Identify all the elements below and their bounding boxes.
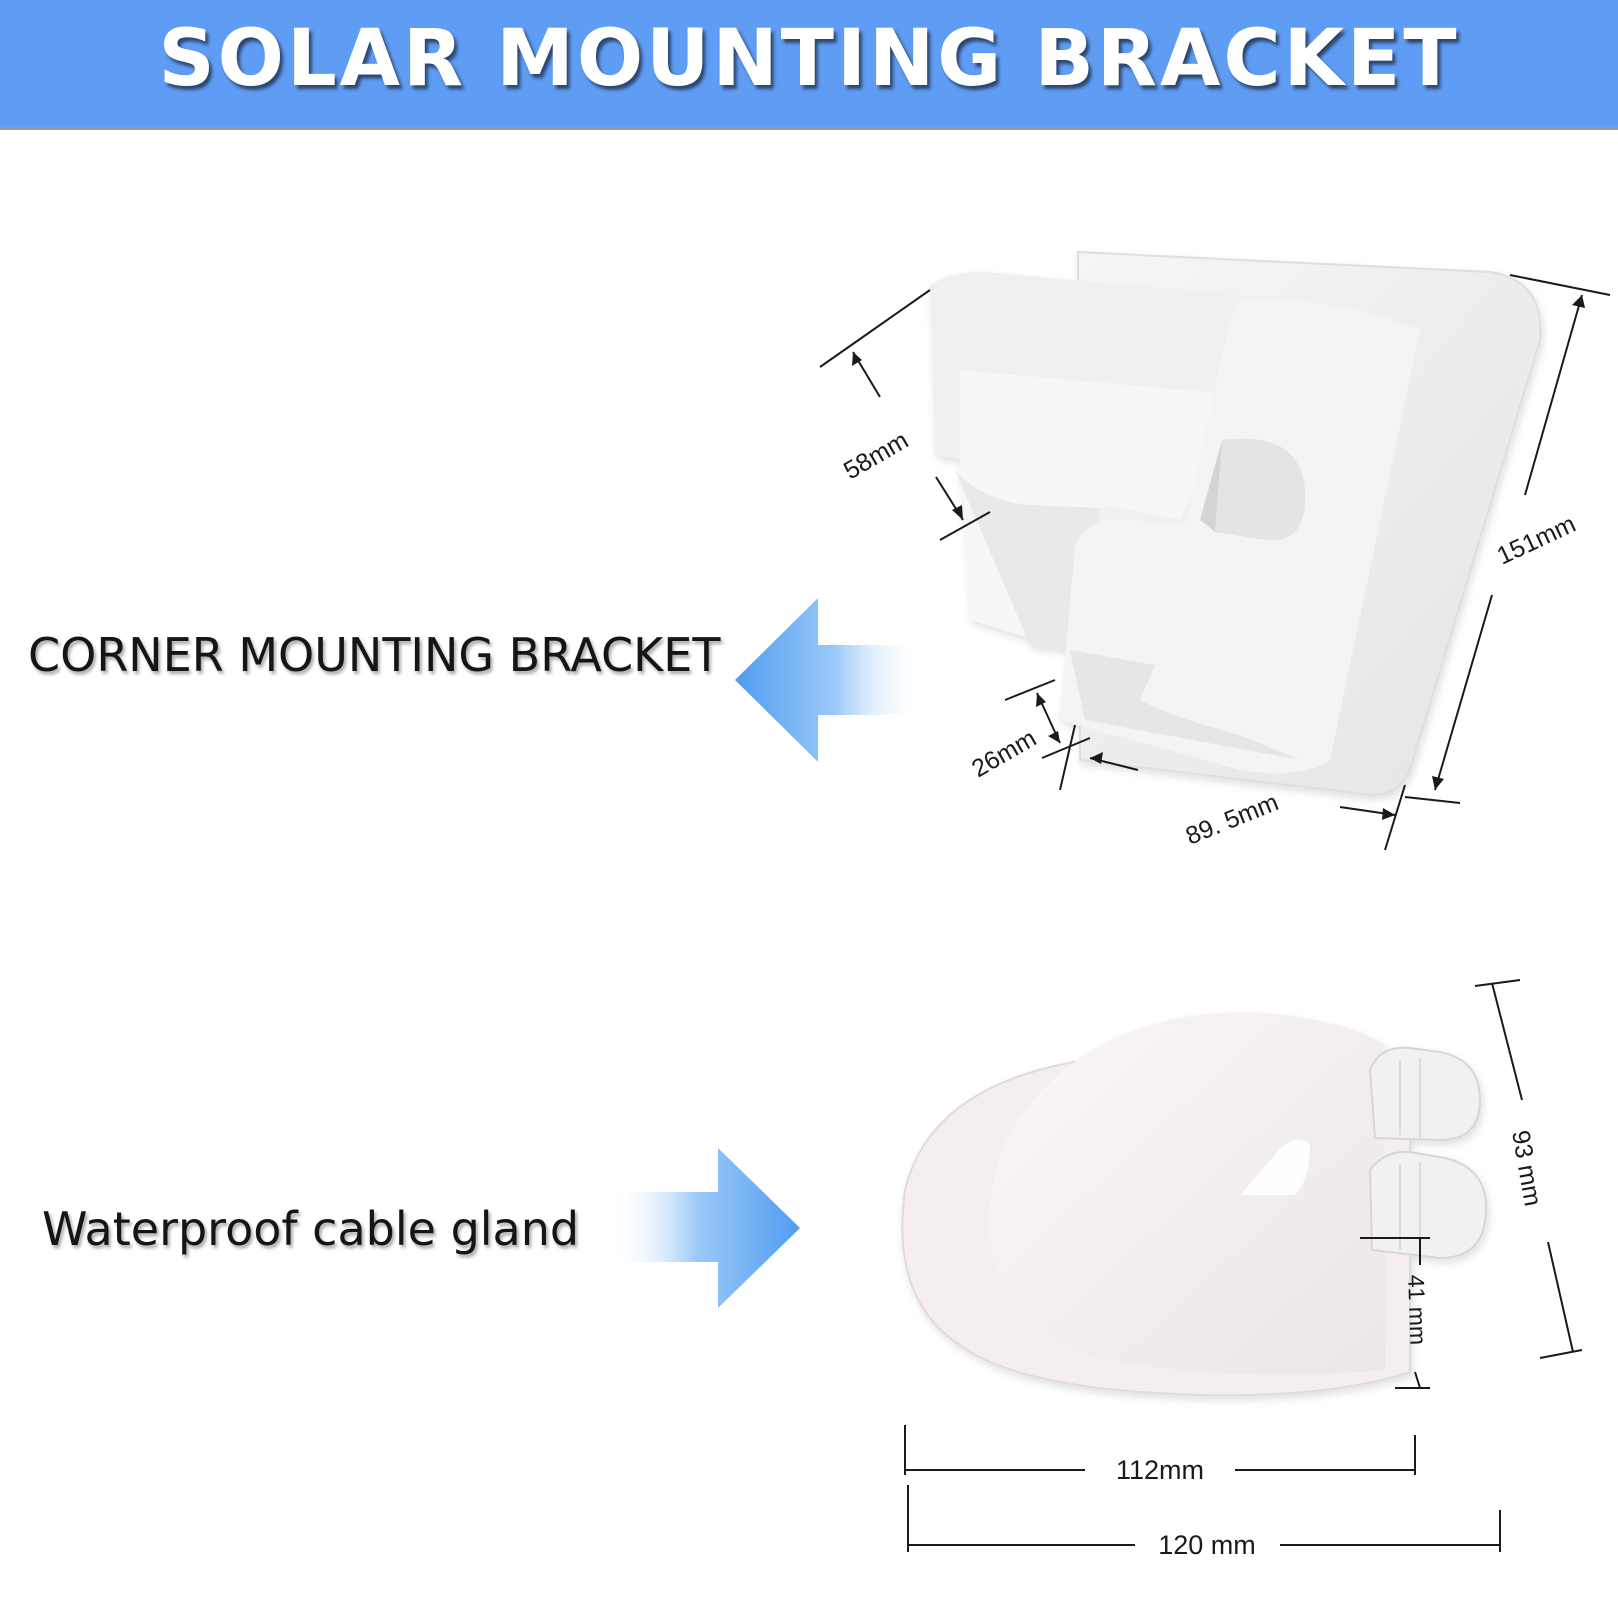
arrowhead-icon bbox=[1382, 808, 1395, 820]
dim-93mm: 93 mm bbox=[1506, 1128, 1547, 1208]
cable-gland-dimensions bbox=[904, 979, 1583, 1552]
corner-bracket-image bbox=[930, 250, 1542, 797]
arrow-left-icon bbox=[735, 598, 920, 762]
dim-89-5mm: 89. 5mm bbox=[1182, 788, 1283, 850]
title-banner: SOLAR MOUNTING BRACKET bbox=[0, 0, 1618, 130]
arrowhead-icon bbox=[1036, 693, 1046, 707]
dim-112mm: 112mm bbox=[1116, 1455, 1204, 1485]
arrowhead-icon bbox=[1432, 776, 1444, 790]
cable-gland-image bbox=[901, 1012, 1488, 1397]
dim-151mm: 151mm bbox=[1493, 510, 1580, 571]
cable-gland-label: Waterproof cable gland bbox=[42, 1202, 580, 1256]
arrowhead-icon bbox=[1572, 295, 1585, 308]
dim-120mm: 120 mm bbox=[1158, 1530, 1256, 1560]
dim-26mm: 26mm bbox=[967, 724, 1041, 783]
corner-bracket-label: CORNER MOUNTING BRACKET bbox=[28, 628, 721, 682]
arrowhead-icon bbox=[1090, 752, 1103, 764]
dim-58mm: 58mm bbox=[839, 426, 913, 485]
arrowhead-icon bbox=[852, 352, 862, 366]
arrowhead-icon bbox=[952, 505, 963, 520]
banner-title: SOLAR MOUNTING BRACKET bbox=[158, 14, 1460, 104]
arrowhead-icon bbox=[1048, 731, 1060, 743]
dim-41mm: 41 mm bbox=[1403, 1274, 1431, 1345]
arrow-right-icon bbox=[612, 1148, 800, 1308]
